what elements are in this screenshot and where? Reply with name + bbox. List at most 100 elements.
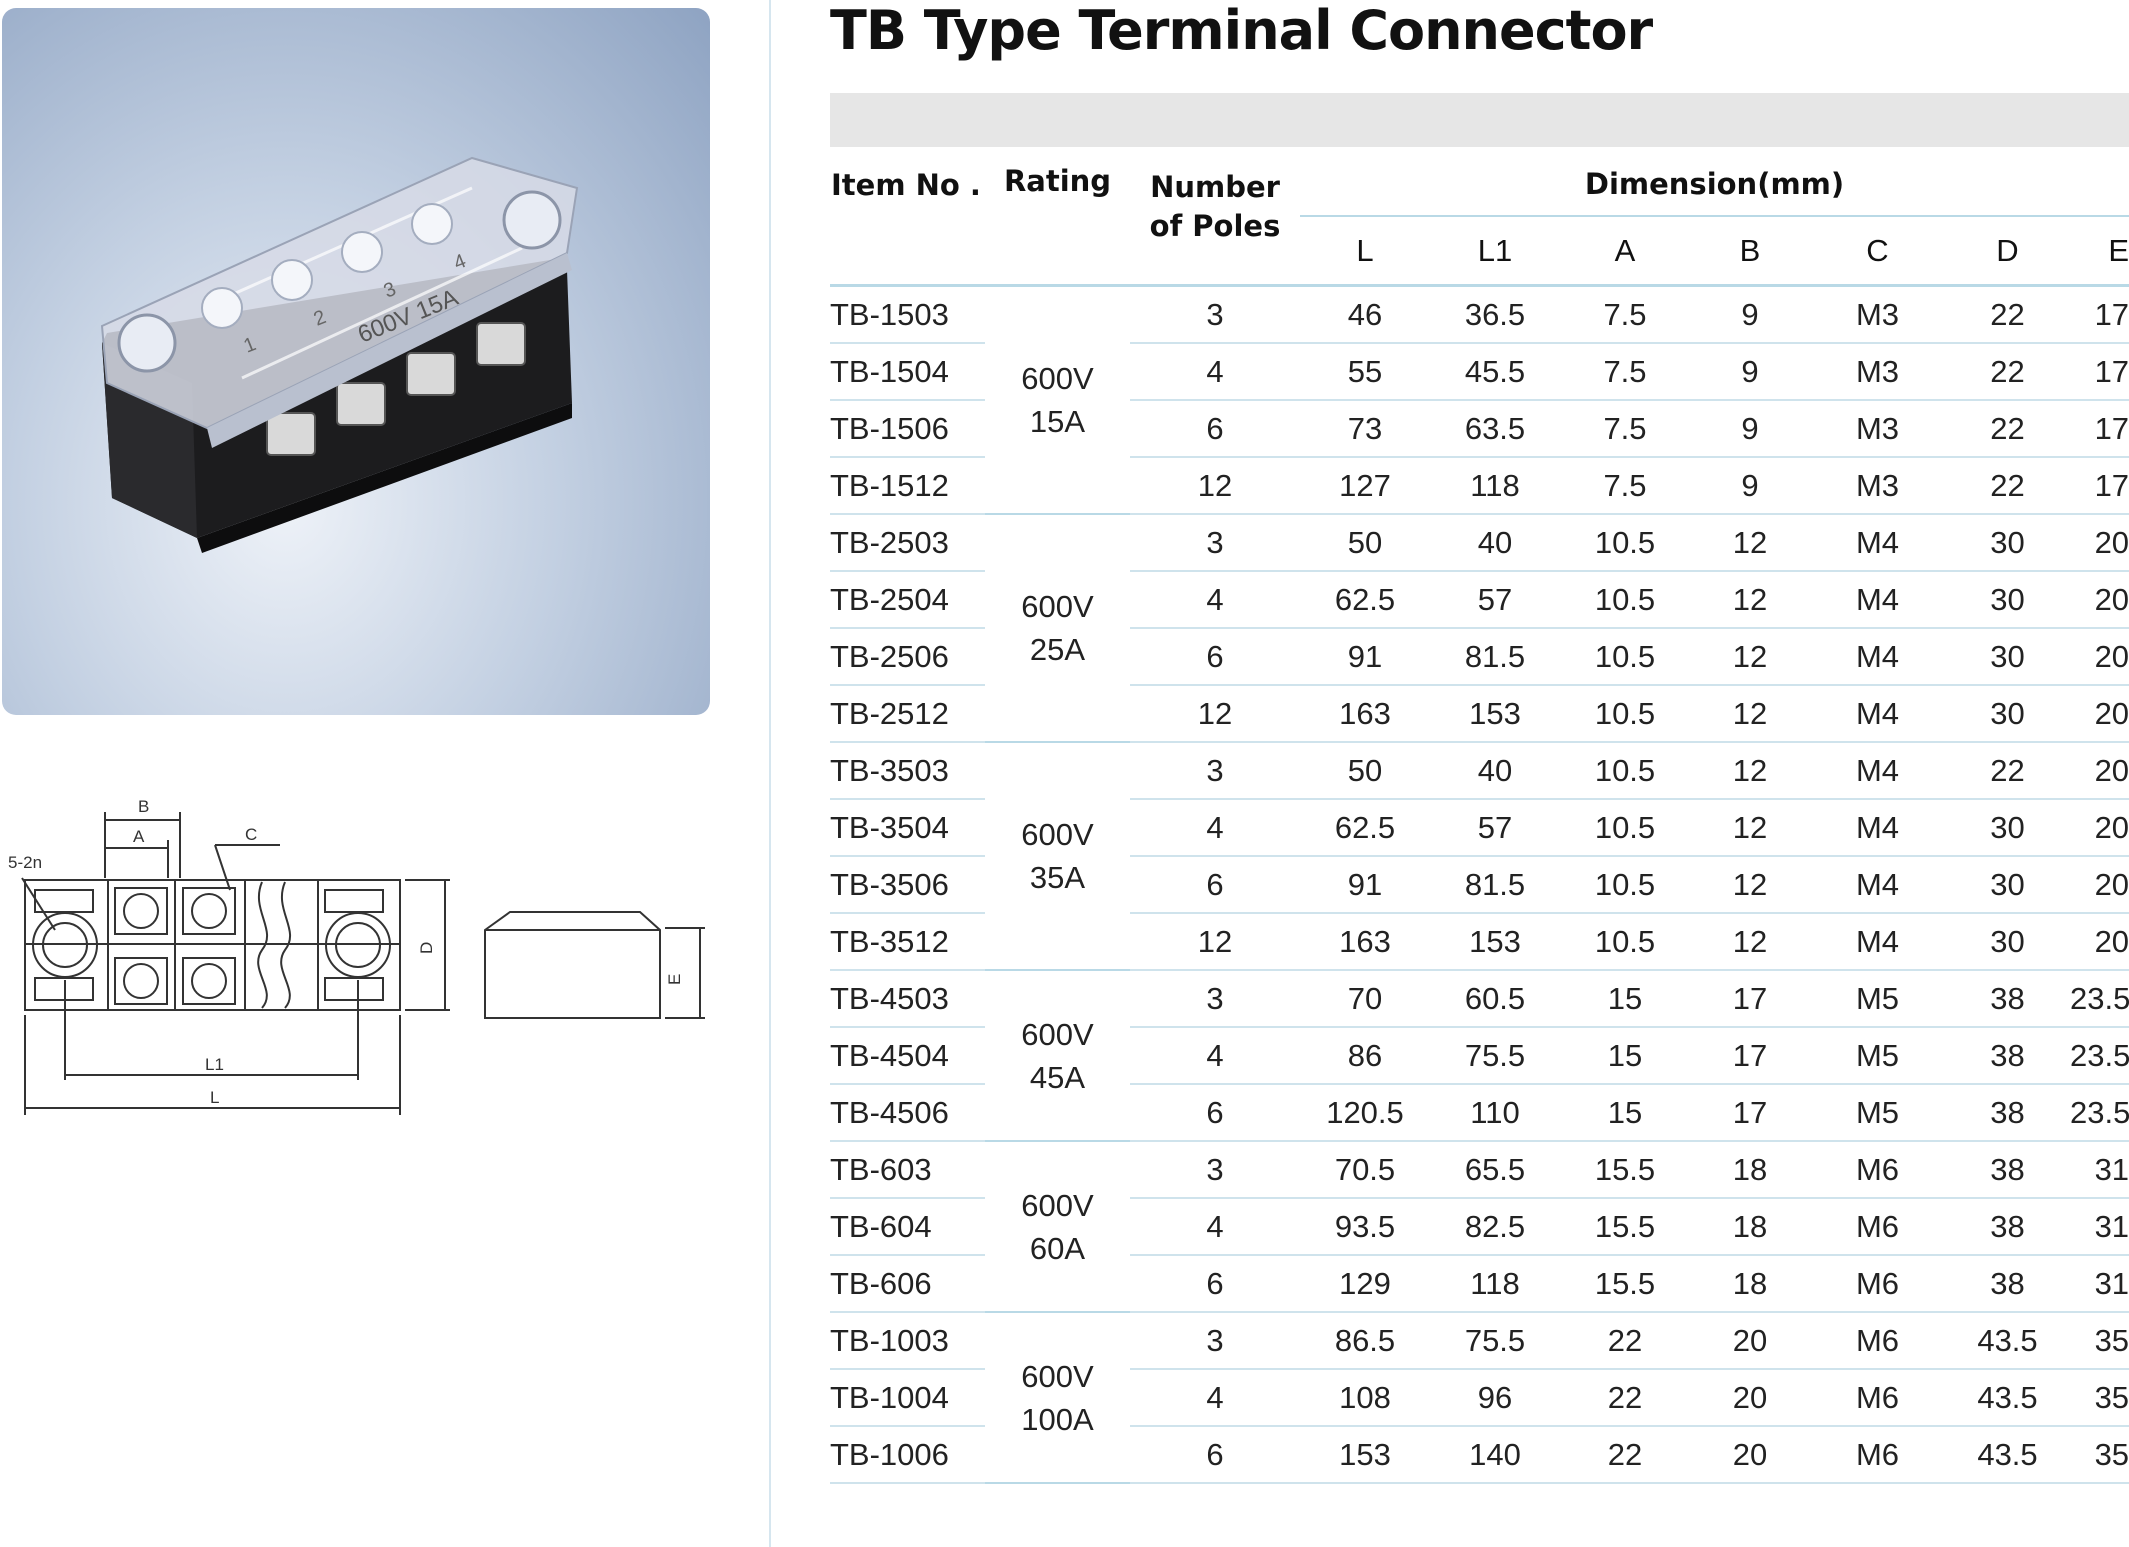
dim-a-cell: 7.5 [1560,285,1690,344]
dim-e-cell: 23.5 [2070,1084,2129,1142]
item-no-cell: TB-3504 [830,799,985,857]
dim-a-cell: 10.5 [1560,856,1690,914]
dim-d-cell: 43.5 [1945,1369,2070,1427]
dim-l-cell: 73 [1300,400,1430,458]
rating-voltage: 600V [1021,361,1094,396]
dim-l-cell: 163 [1300,913,1430,971]
dim-e-cell: 20 [2070,742,2129,800]
dim-c-cell: M5 [1810,1084,1945,1142]
dim-d-cell: 43.5 [1945,1426,2070,1484]
dim-l1-cell: 40 [1430,742,1560,800]
poles-cell: 3 [1130,285,1300,344]
dim-l-cell: 50 [1300,514,1430,572]
dim-b-cell: 12 [1690,856,1810,914]
dim-l1-cell: 45.5 [1430,343,1560,401]
poles-cell: 3 [1130,742,1300,800]
dim-d-cell: 38 [1945,1198,2070,1256]
page-title: TB Type Terminal Connector [830,0,1653,62]
dim-d-cell: 22 [1945,343,2070,401]
label-b: B [138,797,149,816]
dim-l-cell: 163 [1300,685,1430,743]
dim-e-cell: 31 [2070,1141,2129,1199]
dim-e-cell: 23.5 [2070,970,2129,1028]
dim-b-cell: 9 [1690,343,1810,401]
item-no-cell: TB-606 [830,1255,985,1313]
dim-b-cell: 9 [1690,457,1810,515]
dim-c-cell: M6 [1810,1426,1945,1484]
item-no-cell: TB-604 [830,1198,985,1256]
dim-l1-cell: 63.5 [1430,400,1560,458]
dim-a-cell: 15.5 [1560,1255,1690,1313]
dim-e-cell: 20 [2070,799,2129,857]
dim-c-cell: M3 [1810,285,1945,344]
dim-a-cell: 10.5 [1560,913,1690,971]
dim-c-cell: M5 [1810,970,1945,1028]
poles-cell: 4 [1130,1027,1300,1085]
dim-b-cell: 18 [1690,1255,1810,1313]
dim-l-cell: 50 [1300,742,1430,800]
dim-a-cell: 15 [1560,1027,1690,1085]
dim-b-cell: 20 [1690,1369,1810,1427]
dim-l-cell: 86 [1300,1027,1430,1085]
dim-e-cell: 23.5 [2070,1027,2129,1085]
poles-cell: 3 [1130,1141,1300,1199]
dim-b-cell: 12 [1690,514,1810,572]
dim-l-cell: 55 [1300,343,1430,401]
item-no-cell: TB-4506 [830,1084,985,1142]
dim-l1-cell: 75.5 [1430,1312,1560,1370]
dim-b-cell: 12 [1690,571,1810,629]
header-dimension: Dimension(mm) [1300,152,2129,217]
dim-l-cell: 62.5 [1300,799,1430,857]
dim-b-cell: 18 [1690,1198,1810,1256]
dim-e-cell: 17 [2070,343,2129,401]
item-no-cell: TB-3512 [830,913,985,971]
dim-l1-cell: 153 [1430,685,1560,743]
dim-e-cell: 20 [2070,571,2129,629]
dim-l1-cell: 96 [1430,1369,1560,1427]
rating-current: 25A [1029,632,1086,667]
poles-cell: 3 [1130,1312,1300,1370]
dim-l1-cell: 57 [1430,799,1560,857]
poles-cell: 4 [1130,799,1300,857]
dim-b-cell: 12 [1690,685,1810,743]
dim-c-cell: M6 [1810,1369,1945,1427]
dim-a-cell: 7.5 [1560,457,1690,515]
dim-l-cell: 120.5 [1300,1084,1430,1142]
dim-b-cell: 17 [1690,970,1810,1028]
dim-e-cell: 17 [2070,285,2129,344]
item-no-cell: TB-2504 [830,571,985,629]
poles-cell: 6 [1130,856,1300,914]
dim-a-cell: 10.5 [1560,742,1690,800]
dim-l1-cell: 140 [1430,1426,1560,1484]
label-l1: L1 [205,1055,224,1074]
item-no-cell: TB-2503 [830,514,985,572]
dim-e-cell: 20 [2070,628,2129,686]
dim-c-cell: M4 [1810,571,1945,629]
dim-a-cell: 10.5 [1560,514,1690,572]
dim-l-cell: 86.5 [1300,1312,1430,1370]
dim-l1-cell: 75.5 [1430,1027,1560,1085]
rating-current: 35A [1029,860,1086,895]
poles-cell: 4 [1130,343,1300,401]
dim-a-cell: 10.5 [1560,685,1690,743]
dim-b-cell: 17 [1690,1084,1810,1142]
dim-b-cell: 17 [1690,1027,1810,1085]
dim-a-cell: 15 [1560,970,1690,1028]
dim-l1-cell: 40 [1430,514,1560,572]
dim-b-cell: 12 [1690,799,1810,857]
dim-l-cell: 153 [1300,1426,1430,1484]
item-no-cell: TB-1506 [830,400,985,458]
